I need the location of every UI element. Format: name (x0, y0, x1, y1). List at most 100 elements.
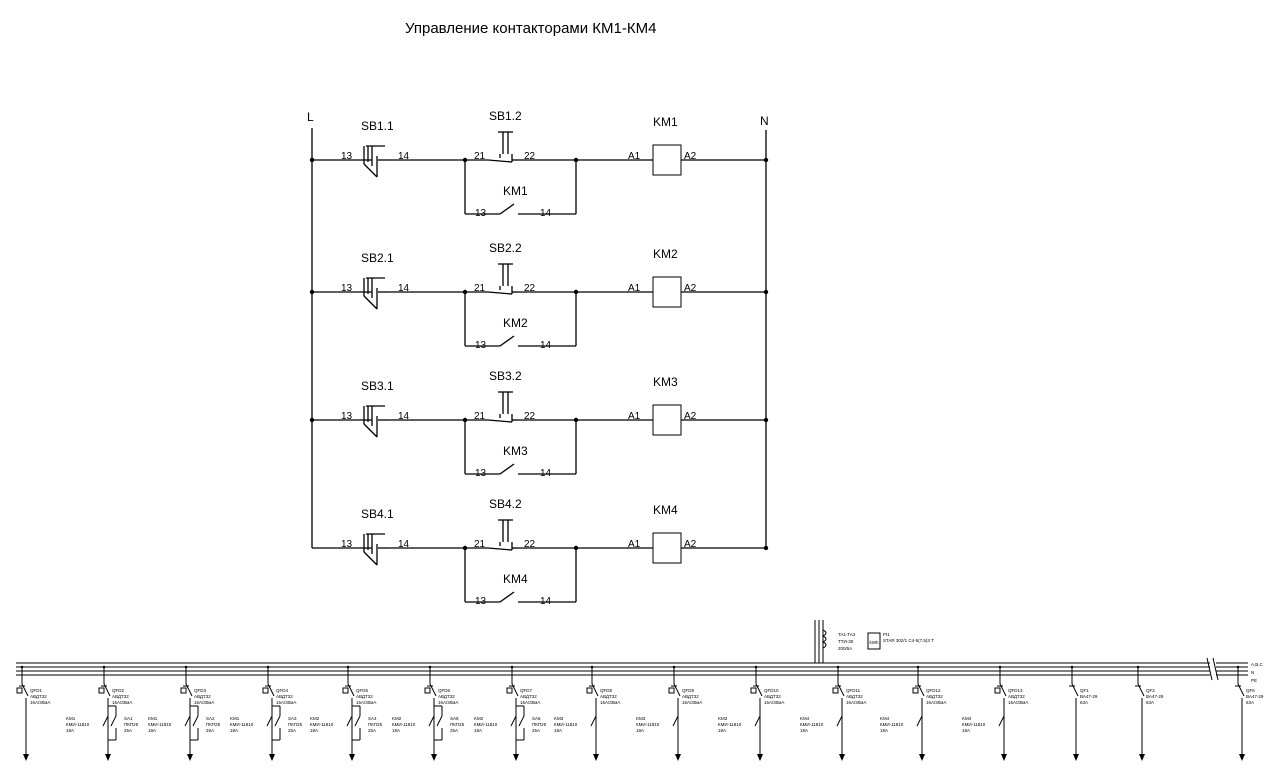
breaker-label: АВДТ32 (764, 694, 781, 699)
contactor-contact (672, 715, 679, 727)
contactor-label: 18А (636, 728, 644, 733)
breaker-label: QFD9 (682, 688, 694, 693)
contactor-label: КМИ-11810 (66, 722, 90, 727)
switch-contact (354, 715, 361, 727)
coil (652, 532, 682, 564)
switch-label: ПКП25 (532, 722, 547, 727)
breaker-label: АВДТ32 (112, 694, 129, 699)
pin-label: A2 (684, 283, 697, 294)
switch-label: SA6 (532, 716, 541, 721)
ct-label: 200/5А (838, 646, 852, 651)
coil-label: KM4 (653, 503, 678, 517)
ct-label: TA1-TA3 (838, 632, 856, 637)
switch-contact (274, 715, 281, 727)
breaker-label: ВА47-29 (1246, 694, 1264, 699)
switch-label: ПКП25 (450, 722, 465, 727)
breaker-label: АВДТ32 (520, 694, 537, 699)
breaker-label: 16А/30мА (1008, 700, 1028, 705)
contactor-label: 18А (230, 728, 238, 733)
switch-label: 25А (368, 728, 376, 733)
contactor-label: 18А (310, 728, 318, 733)
switch-label: 25А (124, 728, 132, 733)
outgoing-arrow (349, 754, 355, 761)
rcd-mark (912, 687, 919, 694)
breaker-label: АВДТ32 (926, 694, 943, 699)
contactor-label: 18А (962, 728, 970, 733)
breaker-label: QFD11 (846, 688, 861, 693)
bus-break (1212, 657, 1219, 681)
rail-label-line: L (307, 110, 314, 124)
meter-label: PI1 (883, 632, 890, 637)
outgoing-arrow (431, 754, 437, 761)
wire (499, 203, 515, 215)
pin-label: A2 (684, 411, 697, 422)
switch-label: SA2 (206, 716, 215, 721)
switch-label: SA3 (288, 716, 297, 721)
breaker-label: 16А/30мА (276, 700, 296, 705)
breaker-label: 16А/30мА (112, 700, 132, 705)
current-transformer (821, 629, 827, 649)
outgoing-arrow (919, 754, 925, 761)
breaker-label: АВДТ32 (682, 694, 699, 699)
pin-label: 14 (540, 208, 552, 219)
pin-label: 22 (524, 539, 536, 550)
breaker-label: АВДТ32 (846, 694, 863, 699)
outgoing-arrow (269, 754, 275, 761)
pin-label: 21 (474, 539, 486, 550)
breaker-label: QFD13 (1008, 688, 1023, 693)
energy-meter (867, 632, 881, 650)
switch-contact (436, 715, 443, 727)
aux-contact-label: KM2 (503, 316, 528, 330)
outgoing-arrow (593, 754, 599, 761)
pin-label: 13 (341, 151, 353, 162)
breaker-label: QFD5 (356, 688, 368, 693)
stop-button (487, 519, 518, 551)
breaker-label: QFD3 (194, 688, 206, 693)
breaker-label: 16А/30мА (356, 700, 376, 705)
wire (487, 159, 513, 163)
start-button-label: SB1.1 (361, 119, 394, 133)
outgoing-arrow (1139, 754, 1145, 761)
start-button (362, 145, 388, 178)
pin-label: 14 (398, 539, 410, 550)
outgoing-arrow (187, 754, 193, 761)
contactor-label: 18А (148, 728, 156, 733)
pin-label: A1 (628, 539, 641, 550)
breaker-label: QFD1 (30, 688, 42, 693)
pin-label: 21 (474, 151, 486, 162)
wire (363, 423, 378, 438)
contactor-label: КМИ-11810 (392, 722, 416, 727)
breaker-label: АВДТ32 (600, 694, 617, 699)
contactor-label: КМИ-11810 (800, 722, 824, 727)
feeder-3: QFD3АВДТ3216А/30мАKM1КМИ-1181018АSA2ПКП2… (148, 665, 221, 761)
contactor-label: KM3 (554, 716, 564, 721)
meter-label: STAR 302/1 C4-5(7,5)3 T (883, 638, 934, 643)
rcd-mark (424, 687, 431, 694)
breaker-label: 16А/30мА (926, 700, 946, 705)
switch-contact (192, 715, 199, 727)
breaker-label: 16А/30мА (520, 700, 540, 705)
outgoing-arrow (105, 754, 111, 761)
breaker-label: ВА47-29 (1146, 694, 1164, 699)
start-button (362, 405, 388, 438)
contactor-label: KM2 (474, 716, 484, 721)
wire (487, 291, 513, 295)
contactor-label: KM1 (230, 716, 240, 721)
breaker-label: QFD8 (600, 688, 612, 693)
rcd-mark (832, 687, 839, 694)
aux-contact-label: KM4 (503, 572, 528, 586)
coil (652, 276, 682, 308)
stop-button (487, 263, 518, 295)
breaker-label: QFD2 (112, 688, 124, 693)
aux-contact-label: KM1 (503, 184, 528, 198)
feeder-2: QFD2АВДТ3216А/30мАKM1КМИ-1181018АSA1ПКП2… (66, 665, 139, 761)
breaker-label: QFD12 (926, 688, 941, 693)
